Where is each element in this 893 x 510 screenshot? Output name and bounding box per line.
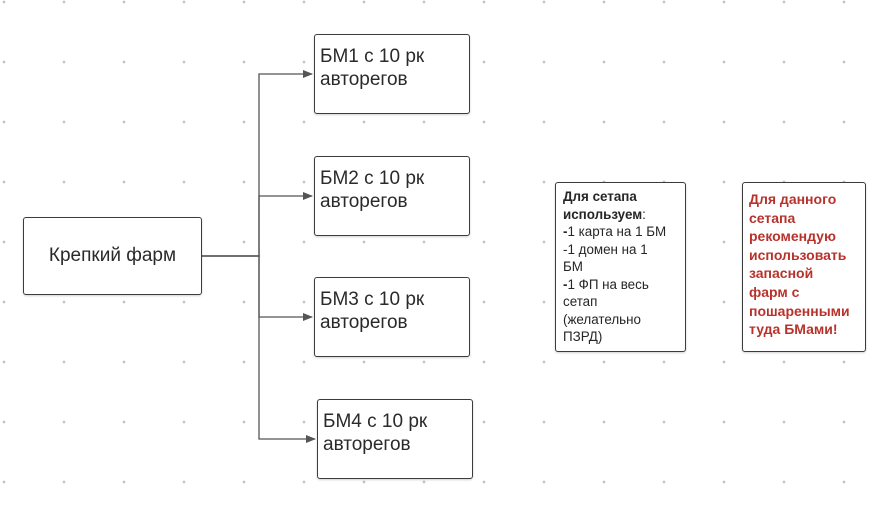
branch-node-bm2[interactable]: БМ2 с 10 рк авторегов xyxy=(314,156,470,236)
branch-node-subtitle: авторегов xyxy=(320,69,408,90)
recommendation-line: рекомендую xyxy=(749,228,836,245)
recommendation-line: пошаренными xyxy=(749,302,850,319)
connector-to-bm4 xyxy=(202,255,316,443)
setup-note-item-fp-cont: ПЗРД) xyxy=(563,329,603,344)
connector-to-bm1 xyxy=(202,70,313,257)
branch-node-bm3[interactable]: БМ3 с 10 рк авторегов xyxy=(314,277,470,357)
setup-note-item-domain: -1 домен на 1 xyxy=(563,241,648,257)
root-node-strong-farm[interactable]: Крепкий фарм xyxy=(23,217,202,295)
recommendation-line: фарм с xyxy=(749,283,800,300)
setup-note-item-card: -1 карта на 1 БМ xyxy=(563,224,667,239)
branch-node-subtitle: авторегов xyxy=(320,191,408,212)
recommendation-line: запасной xyxy=(749,265,814,282)
setup-note-item-fp: -1 ФП на весь xyxy=(563,276,649,292)
connector-to-bm3 xyxy=(202,255,313,321)
root-node-label: Крепкий фарм xyxy=(48,245,177,266)
setup-note-item-fp-cont: (желательно xyxy=(563,311,642,327)
branch-node-subtitle: авторегов xyxy=(323,434,411,455)
branch-node-subtitle: авторегов xyxy=(320,312,408,333)
connector-to-bm2 xyxy=(202,192,313,257)
branch-node-title: БМ2 с 10 рк xyxy=(320,168,425,189)
recommendation-note[interactable]: Для данного сетапа рекомендую использова… xyxy=(742,182,866,352)
recommendation-line: Для данного xyxy=(749,191,837,207)
recommendation-line: использовать xyxy=(749,246,847,263)
branch-node-title: БМ1 с 10 рк xyxy=(320,46,425,67)
branch-node-bm4[interactable]: БМ4 с 10 рк авторегов xyxy=(317,399,473,479)
setup-note-item-fp-cont: сетап xyxy=(563,294,598,309)
setup-note-title-line1: Для сетапа xyxy=(563,189,637,204)
branch-node-title: БМ4 с 10 рк xyxy=(323,411,428,432)
branch-node-title: БМ3 с 10 рк xyxy=(320,289,425,310)
recommendation-line: туда БМами! xyxy=(749,321,838,338)
setup-note-title-line2: используем: xyxy=(563,206,646,222)
setup-note-item-domain-cont: БМ xyxy=(563,259,583,274)
setup-note[interactable]: Для сетапа используем: -1 карта на 1 БМ … xyxy=(555,182,686,352)
recommendation-line: сетапа xyxy=(749,209,796,226)
branch-node-bm1[interactable]: БМ1 с 10 рк авторегов xyxy=(314,34,470,114)
